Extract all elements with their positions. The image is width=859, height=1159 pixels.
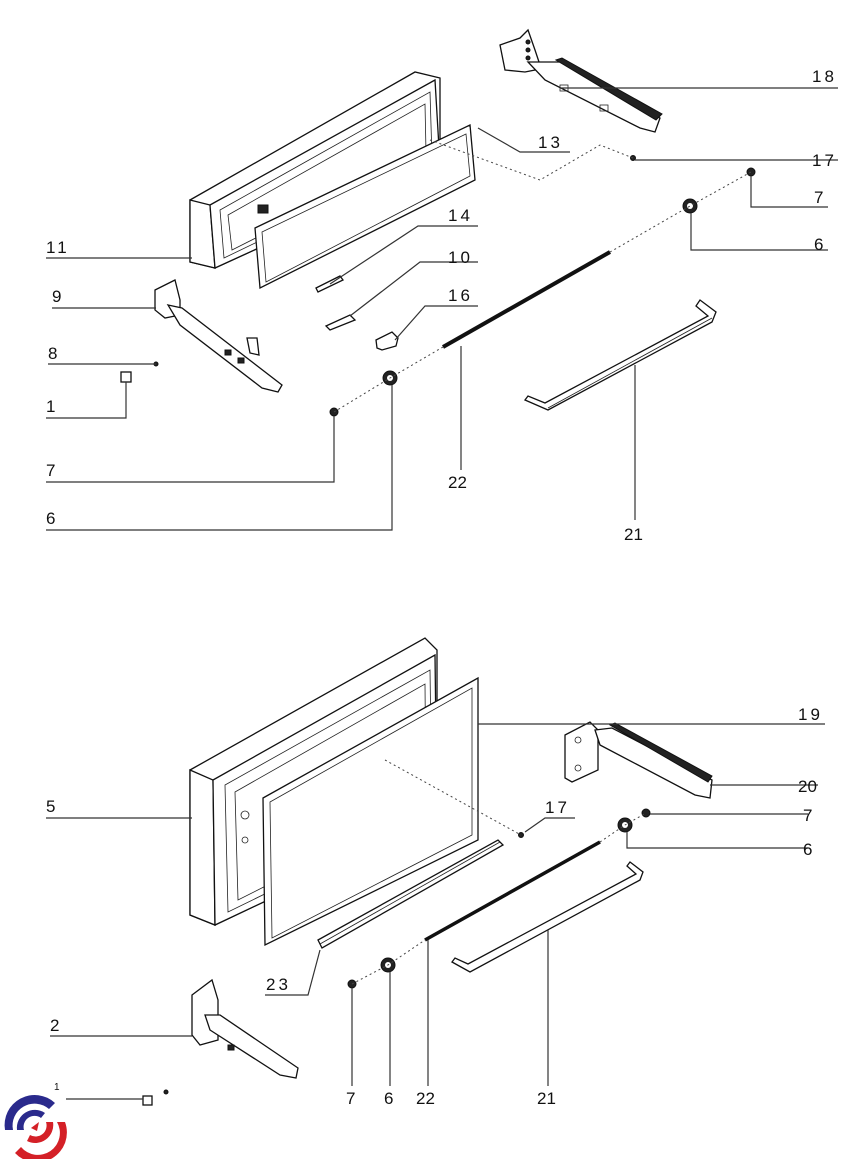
callout-13: 13 bbox=[538, 133, 563, 152]
callout-7: 7 bbox=[814, 188, 826, 207]
callout-5: 5 bbox=[46, 797, 58, 816]
callout-18: 18 bbox=[812, 67, 837, 86]
callout-6: 6 bbox=[814, 235, 826, 254]
part-screw-lower[interactable] bbox=[163, 1089, 169, 1095]
part-2-slide-rail[interactable] bbox=[191, 978, 299, 1079]
callout-21: 21 bbox=[624, 525, 643, 544]
part-1-end-cap[interactable] bbox=[120, 371, 132, 383]
callout-19: 19 bbox=[798, 705, 823, 724]
callout-17: 17 bbox=[545, 798, 570, 817]
upper-assembly: 18 13 17 7 6 11 14 10 9 16 8 1 7 22 6 21 bbox=[46, 28, 838, 544]
callout-6: 6 bbox=[384, 1089, 396, 1108]
callout-1: 1 bbox=[46, 397, 58, 416]
part-7-cap-upper-right[interactable] bbox=[746, 167, 756, 177]
callout-7: 7 bbox=[346, 1089, 358, 1108]
part-23-trim-strip[interactable] bbox=[317, 839, 505, 949]
callout-23: 23 bbox=[266, 975, 291, 994]
callout-22: 22 bbox=[416, 1089, 435, 1108]
callout-16: 16 bbox=[448, 286, 473, 305]
callout-7: 7 bbox=[46, 461, 58, 480]
brand-logo bbox=[4, 1094, 67, 1159]
callout-10: 10 bbox=[448, 248, 473, 267]
part-9-slide-rail[interactable] bbox=[154, 279, 283, 393]
part-1-end-cap-lower[interactable] bbox=[142, 1095, 153, 1106]
part-16-bracket[interactable] bbox=[375, 331, 399, 351]
part-22-rod[interactable] bbox=[442, 250, 611, 349]
callout-9: 9 bbox=[52, 287, 64, 306]
part-20-slide-rail[interactable] bbox=[564, 721, 713, 799]
callout-2: 2 bbox=[50, 1016, 62, 1035]
lower-assembly: 19 20 5 17 7 6 23 2 1 7 6 22 21 bbox=[46, 637, 825, 1108]
part-11-door-body[interactable] bbox=[189, 71, 441, 269]
part-13-gasket[interactable] bbox=[254, 124, 476, 290]
part-22-rod-lower[interactable] bbox=[424, 840, 601, 942]
callout-6: 6 bbox=[46, 509, 58, 528]
callout-8: 8 bbox=[48, 344, 60, 363]
callout-7: 7 bbox=[803, 806, 815, 825]
callout-6: 6 bbox=[803, 840, 815, 859]
part-6-gear-upper-right[interactable] bbox=[682, 198, 698, 214]
part-10-handle-cover[interactable] bbox=[324, 314, 357, 331]
callout-14: 14 bbox=[448, 206, 473, 225]
part-21-handle-bar-lower[interactable] bbox=[451, 861, 644, 973]
callout-17: 17 bbox=[812, 151, 837, 170]
part-7-cap-lower-right[interactable] bbox=[641, 808, 651, 818]
callout-21: 21 bbox=[537, 1089, 556, 1108]
callout-20: 20 bbox=[798, 777, 817, 796]
part-19-gasket[interactable] bbox=[262, 676, 479, 947]
callout-22: 22 bbox=[448, 473, 467, 492]
part-21-handle-bar[interactable] bbox=[523, 299, 717, 411]
callout-11: 11 bbox=[46, 238, 70, 257]
callout-1: 1 bbox=[54, 1082, 63, 1093]
part-18-slide-rail[interactable] bbox=[499, 28, 663, 133]
